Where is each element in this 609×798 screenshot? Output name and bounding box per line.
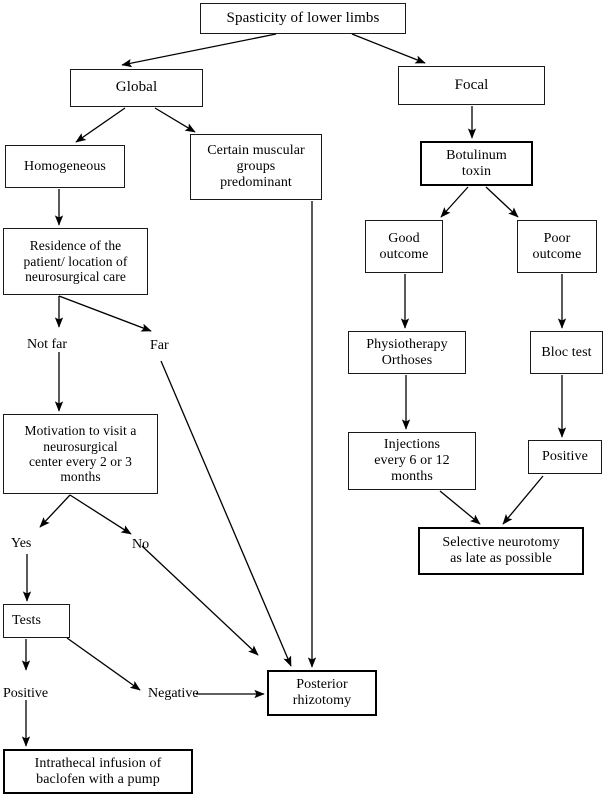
edge-label-yes: Yes <box>11 536 32 551</box>
edge-global-homogeneous <box>75 107 126 143</box>
node-residence[interactable]: Residence of the patient/ location of ne… <box>3 228 148 295</box>
node-global-label: Global <box>115 79 158 96</box>
edge-label-negative: Negative <box>148 686 199 701</box>
node-homogeneous-label: Homogeneous <box>24 158 106 174</box>
edge-spasticity-focal <box>351 33 426 64</box>
node-positive-right-label: Positive <box>542 449 588 465</box>
edge-label-far: Far <box>150 338 169 353</box>
node-positive-right[interactable]: Positive <box>528 440 602 474</box>
edge-botulinum-poor <box>485 186 519 218</box>
node-motivation[interactable]: Motivation to visit a neurosurgical cent… <box>3 414 158 494</box>
node-certain-muscular-groups[interactable]: Certain muscular groups predominant <box>190 134 322 200</box>
node-bloc-test-label: Bloc test <box>541 344 592 360</box>
node-tests-label: Tests <box>12 613 42 629</box>
node-focal-label: Focal <box>454 76 489 93</box>
edge-far-posterior <box>160 360 292 667</box>
edge-tests-negative <box>66 637 141 691</box>
edge-motivation-yes <box>39 494 71 528</box>
node-intrathecal-infusion[interactable]: Intrathecal infusion of baclofen with a … <box>3 749 193 794</box>
edge-injections-selective <box>439 490 481 525</box>
edge-label-positive-left: Positive <box>3 686 49 701</box>
node-focal[interactable]: Focal <box>398 66 545 105</box>
node-physiotherapy-orthoses-label: Physiotherapy Orthoses <box>366 336 448 368</box>
node-good-outcome-label: Good outcome <box>379 230 429 262</box>
node-physiotherapy-orthoses[interactable]: Physiotherapy Orthoses <box>348 331 466 374</box>
edge-motivation-no <box>69 494 132 535</box>
node-selective-neurotomy[interactable]: Selective neurotomy as late as possible <box>418 527 584 575</box>
node-homogeneous[interactable]: Homogeneous <box>5 145 125 188</box>
node-poor-outcome[interactable]: Poor outcome <box>517 220 597 273</box>
edge-global-certain <box>154 107 196 133</box>
edge-botulinum-good <box>440 186 469 218</box>
node-posterior-rhizotomy[interactable]: Posterior rhizotomy <box>267 670 377 716</box>
node-posterior-rhizotomy-label: Posterior rhizotomy <box>292 677 352 708</box>
edge-spasticity-global <box>121 33 277 68</box>
node-tests[interactable]: Tests <box>3 604 70 638</box>
node-injections-label: Injections every 6 or 12 months <box>374 437 450 484</box>
node-botulinum-toxin-label: Botulinum toxin <box>446 147 507 179</box>
node-residence-label: Residence of the patient/ location of ne… <box>23 238 128 285</box>
node-injections[interactable]: Injections every 6 or 12 months <box>348 432 476 490</box>
edge-positive-selective <box>502 475 544 525</box>
node-botulinum-toxin[interactable]: Botulinum toxin <box>420 141 533 186</box>
edge-residence-far <box>58 295 152 332</box>
node-good-outcome[interactable]: Good outcome <box>365 220 443 273</box>
edge-label-not-far: Not far <box>27 337 68 352</box>
node-bloc-test[interactable]: Bloc test <box>530 331 603 374</box>
node-certain-muscular-groups-label: Certain muscular groups predominant <box>207 143 305 190</box>
node-poor-outcome-label: Poor outcome <box>532 230 582 262</box>
node-intrathecal-infusion-label: Intrathecal infusion of baclofen with a … <box>34 755 162 787</box>
node-global[interactable]: Global <box>70 69 203 107</box>
edge-label-no: No <box>132 537 150 552</box>
node-spasticity-label: Spasticity of lower limbs <box>226 9 380 26</box>
node-motivation-label: Motivation to visit a neurosurgical cent… <box>24 423 137 485</box>
edge-no-posterior <box>141 545 259 656</box>
node-spasticity[interactable]: Spasticity of lower limbs <box>200 3 406 34</box>
node-selective-neurotomy-label: Selective neurotomy as late as possible <box>442 535 560 566</box>
